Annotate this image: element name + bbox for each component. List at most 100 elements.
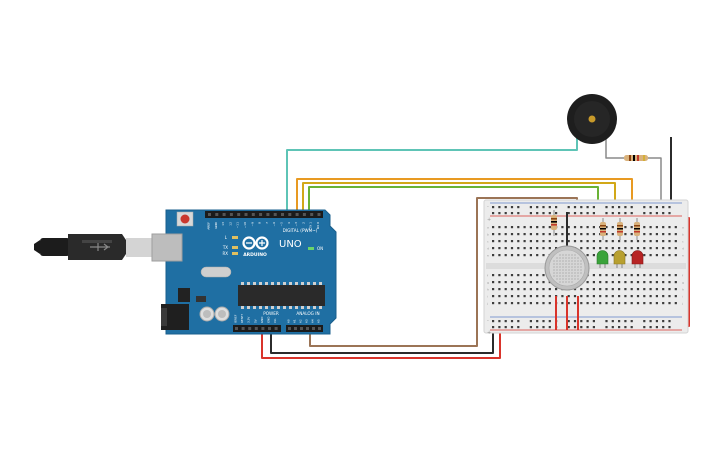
terminal-hole[interactable]: [504, 247, 507, 250]
header-hole[interactable]: [244, 213, 248, 216]
rail-hole[interactable]: [630, 206, 633, 209]
terminal-hole[interactable]: [643, 254, 646, 257]
terminal-hole[interactable]: [573, 295, 577, 298]
terminal-hole[interactable]: [586, 288, 589, 291]
rail-hole[interactable]: [655, 206, 658, 209]
terminal-hole[interactable]: [580, 233, 583, 236]
rail-hole[interactable]: [662, 206, 665, 209]
terminal-hole[interactable]: [668, 274, 671, 277]
terminal-hole[interactable]: [592, 254, 595, 257]
terminal-hole[interactable]: [611, 233, 614, 236]
rail-hole[interactable]: [624, 326, 627, 329]
terminal-hole[interactable]: [555, 288, 558, 291]
terminal-hole[interactable]: [649, 247, 652, 250]
terminal-hole[interactable]: [643, 302, 646, 305]
terminal-hole[interactable]: [599, 288, 602, 291]
led-green[interactable]: [596, 250, 609, 269]
wire-teal[interactable]: [286, 135, 578, 214]
header-hole[interactable]: [294, 327, 297, 330]
terminal-hole[interactable]: [668, 247, 671, 250]
terminal-hole[interactable]: [573, 288, 577, 291]
terminal-hole[interactable]: [548, 240, 551, 243]
terminal-hole[interactable]: [605, 281, 608, 284]
terminal-hole[interactable]: [668, 226, 671, 229]
terminal-hole[interactable]: [523, 226, 526, 229]
rail-hole[interactable]: [542, 206, 545, 209]
rail-hole[interactable]: [618, 212, 621, 215]
terminal-hole[interactable]: [586, 247, 589, 250]
terminal-hole[interactable]: [618, 274, 621, 277]
header-hole[interactable]: [254, 327, 258, 330]
terminal-hole[interactable]: [529, 302, 532, 305]
terminal-hole[interactable]: [504, 288, 507, 291]
terminal-hole[interactable]: [674, 254, 677, 257]
terminal-hole[interactable]: [592, 288, 595, 291]
terminal-hole[interactable]: [630, 240, 633, 243]
terminal-hole[interactable]: [605, 274, 608, 277]
terminal-hole[interactable]: [668, 288, 671, 291]
rail-hole[interactable]: [643, 212, 646, 215]
terminal-hole[interactable]: [662, 281, 665, 284]
terminal-hole[interactable]: [517, 302, 520, 305]
terminal-hole[interactable]: [561, 240, 564, 243]
terminal-hole[interactable]: [655, 254, 658, 257]
header-hole[interactable]: [241, 327, 245, 330]
rail-hole[interactable]: [492, 206, 495, 209]
terminal-hole[interactable]: [624, 226, 627, 229]
rail-hole[interactable]: [668, 212, 671, 215]
terminal-hole[interactable]: [517, 274, 520, 277]
header-hole[interactable]: [306, 327, 309, 330]
header-hole[interactable]: [295, 213, 299, 216]
terminal-hole[interactable]: [618, 288, 621, 291]
terminal-hole[interactable]: [611, 274, 614, 277]
rail-hole[interactable]: [504, 212, 507, 215]
rail-hole[interactable]: [580, 212, 583, 215]
terminal-hole[interactable]: [662, 295, 665, 298]
terminal-hole[interactable]: [536, 274, 539, 277]
terminal-hole[interactable]: [580, 226, 583, 229]
piezo-buzzer[interactable]: [567, 94, 617, 144]
terminal-hole[interactable]: [580, 288, 583, 291]
terminal-hole[interactable]: [529, 254, 532, 257]
terminal-hole[interactable]: [586, 240, 589, 243]
terminal-hole[interactable]: [643, 288, 646, 291]
terminal-hole[interactable]: [649, 288, 652, 291]
rail-hole[interactable]: [567, 206, 570, 209]
terminal-hole[interactable]: [498, 233, 501, 236]
rail-hole[interactable]: [498, 320, 501, 323]
rail-hole[interactable]: [643, 326, 646, 329]
terminal-hole[interactable]: [655, 247, 658, 250]
rail-hole[interactable]: [592, 212, 595, 215]
header-hole[interactable]: [215, 213, 219, 216]
terminal-hole[interactable]: [504, 295, 507, 298]
terminal-hole[interactable]: [580, 240, 583, 243]
rail-hole[interactable]: [573, 212, 577, 215]
terminal-hole[interactable]: [674, 295, 677, 298]
terminal-hole[interactable]: [536, 240, 539, 243]
rail-hole[interactable]: [668, 206, 671, 209]
terminal-hole[interactable]: [643, 295, 646, 298]
rail-hole[interactable]: [504, 326, 507, 329]
rail-hole[interactable]: [492, 212, 495, 215]
rail-hole[interactable]: [592, 206, 595, 209]
terminal-hole[interactable]: [561, 302, 564, 305]
terminal-hole[interactable]: [611, 240, 614, 243]
terminal-hole[interactable]: [599, 247, 602, 250]
header-hole[interactable]: [281, 213, 284, 216]
rail-hole[interactable]: [580, 326, 583, 329]
terminal-hole[interactable]: [649, 281, 652, 284]
terminal-hole[interactable]: [618, 281, 621, 284]
terminal-hole[interactable]: [624, 233, 627, 236]
terminal-hole[interactable]: [674, 240, 677, 243]
terminal-hole[interactable]: [548, 302, 551, 305]
rail-hole[interactable]: [611, 320, 614, 323]
terminal-hole[interactable]: [643, 233, 646, 236]
rail-hole[interactable]: [517, 320, 520, 323]
terminal-hole[interactable]: [542, 295, 545, 298]
terminal-hole[interactable]: [624, 281, 627, 284]
rail-hole[interactable]: [510, 212, 514, 215]
header-hole[interactable]: [274, 327, 278, 330]
terminal-hole[interactable]: [492, 274, 495, 277]
terminal-hole[interactable]: [510, 247, 514, 250]
led-yellow[interactable]: [613, 250, 626, 269]
